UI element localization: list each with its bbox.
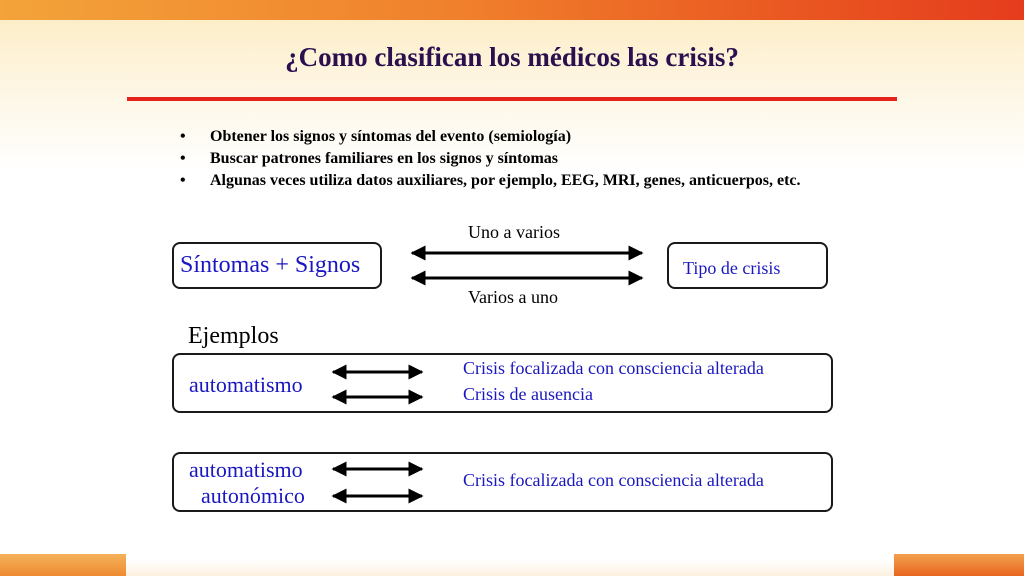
example-1-crisis-a: Crisis focalizada con consciencia altera… <box>463 358 764 378</box>
bottom-left-decor <box>0 554 126 576</box>
bullet-marker: • <box>180 172 186 189</box>
slide-title: ¿Como clasifican los médicos las crisis? <box>285 42 739 72</box>
example-1-symptom: automatismo <box>189 372 303 397</box>
bullet-item: • Obtener los signos y síntomas del event… <box>180 126 820 148</box>
examples-heading: Ejemplos <box>188 323 279 349</box>
bottom-arrow-label: Varios a uno <box>468 287 558 307</box>
bullet-text: Obtener los signos y síntomas del evento… <box>210 128 572 145</box>
symptoms-signs-label: Síntomas + Signos <box>180 252 361 278</box>
crisis-type-box: Tipo de crisis <box>667 242 828 289</box>
bullet-list: • Obtener los signos y síntomas del event… <box>180 126 820 192</box>
header-background <box>0 20 1024 170</box>
bottom-decor-fade <box>126 560 894 576</box>
example-box-1: automatismo Crisis focalizada con consci… <box>172 353 833 413</box>
bullet-text: Buscar patrones familiares en los signos… <box>210 150 559 167</box>
bullet-text: Algunas veces utiliza datos auxiliares, … <box>210 172 801 189</box>
symptoms-signs-box: Síntomas + Signos <box>172 242 382 289</box>
top-decorative-band <box>0 0 1024 20</box>
top-arrow-label: Uno a varios <box>468 222 560 242</box>
example-2-symptom-line2: autonómico <box>201 483 305 508</box>
bottom-right-decor <box>894 554 1024 576</box>
bullet-item: • Algunas veces utiliza datos auxiliares,… <box>180 170 820 192</box>
example-1-crisis-b: Crisis de ausencia <box>463 384 593 404</box>
bullet-marker: • <box>180 128 186 145</box>
crisis-type-label: Tipo de crisis <box>683 258 781 278</box>
example-box-2: automatismo autonómico Crisis focalizada… <box>172 452 833 512</box>
title-underline <box>127 97 897 101</box>
example-2-crisis: Crisis focalizada con consciencia altera… <box>463 470 764 490</box>
bullet-item: • Buscar patrones familiares en los signo… <box>180 148 820 170</box>
bullet-marker: • <box>180 150 186 167</box>
example-2-symptom-line1: automatismo <box>189 457 303 482</box>
